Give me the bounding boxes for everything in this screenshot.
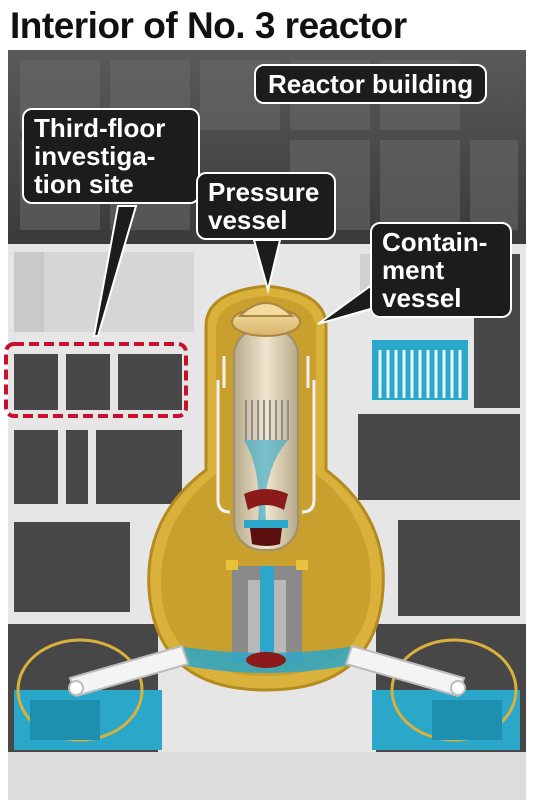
label-containment-vessel: Contain- ment vessel xyxy=(370,222,512,318)
label-pressure-vessel-line1: Pressure xyxy=(208,177,320,207)
vent-pipes xyxy=(68,644,466,698)
label-third-floor-site: Third-floor investiga- tion site xyxy=(22,108,200,204)
rooms-right xyxy=(358,254,520,616)
label-third-floor-line3: tion site xyxy=(34,169,134,199)
second-floor-rooms-left xyxy=(14,430,182,612)
label-containment-line1: Contain- xyxy=(382,227,488,257)
page-title: Interior of No. 3 reactor xyxy=(10,5,407,46)
label-reactor-building-text: Reactor building xyxy=(268,69,474,99)
suppression-chamber-left xyxy=(14,638,162,750)
label-third-floor-line2: investiga- xyxy=(34,141,156,171)
label-pressure-vessel-line2: vessel xyxy=(208,205,288,235)
pointer-third-floor xyxy=(92,205,138,337)
suppression-chamber-right xyxy=(372,638,520,750)
label-pressure-vessel: Pressure vessel xyxy=(196,172,336,240)
investigation-site-highlight xyxy=(4,342,188,418)
label-containment-line2: ment xyxy=(382,255,445,285)
label-reactor-building: Reactor building xyxy=(254,64,488,104)
label-third-floor-line1: Third-floor xyxy=(34,113,166,143)
third-floor-rooms xyxy=(14,354,182,410)
label-containment-line3: vessel xyxy=(382,283,462,313)
pointer-pressure-vessel xyxy=(252,239,282,294)
